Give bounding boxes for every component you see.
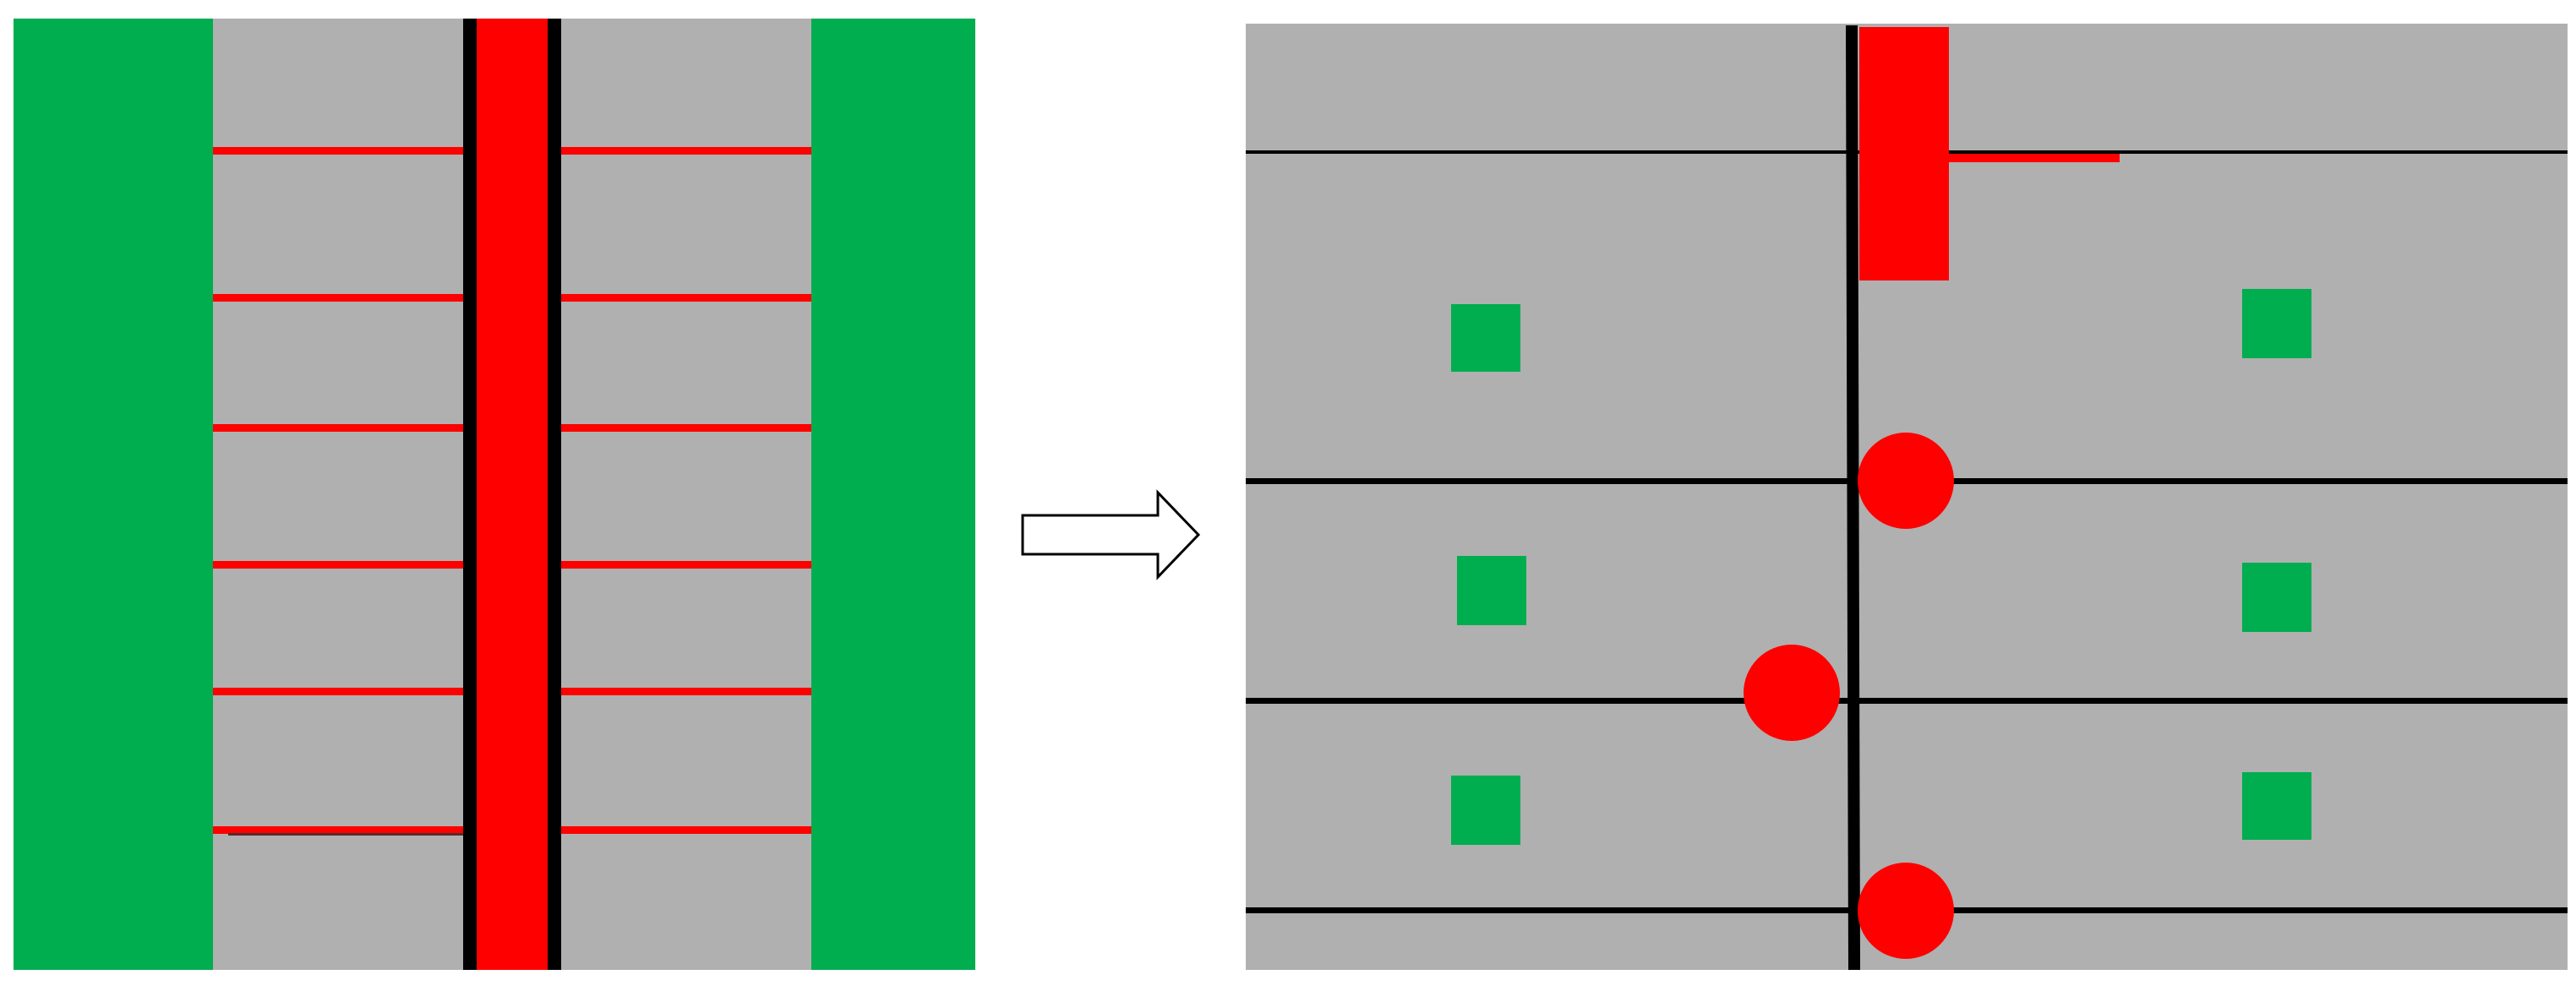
red-median-strip bbox=[477, 19, 548, 970]
red-circle-marker bbox=[1858, 433, 1954, 529]
left-lane-marks-group bbox=[213, 147, 811, 836]
red-lane-mark bbox=[213, 294, 463, 302]
red-circle-marker bbox=[1744, 645, 1840, 741]
red-lane-mark bbox=[561, 294, 811, 302]
grid-line-horizontal bbox=[1246, 698, 2568, 704]
grid-line-vertical bbox=[1846, 25, 1860, 970]
red-lane-mark bbox=[561, 147, 811, 155]
green-marker-square bbox=[1457, 556, 1526, 625]
lane-mark-shadow bbox=[228, 833, 463, 836]
red-lane-mark bbox=[213, 688, 463, 695]
red-bar bbox=[1859, 154, 2120, 162]
right-panel-detail-view bbox=[1246, 24, 2568, 970]
red-lane-mark bbox=[561, 424, 811, 432]
left-panel-road-section bbox=[14, 19, 975, 970]
red-lane-mark bbox=[561, 826, 811, 834]
left-green-verge bbox=[14, 19, 213, 970]
right-arrow-icon bbox=[1021, 489, 1201, 580]
median-right-edge-line bbox=[548, 19, 561, 970]
red-lane-mark bbox=[561, 688, 811, 695]
green-marker-square bbox=[1451, 776, 1520, 845]
green-marker-square bbox=[2242, 772, 2311, 840]
red-lane-mark bbox=[213, 424, 463, 432]
median-left-edge-line bbox=[463, 19, 477, 970]
red-lane-mark bbox=[561, 561, 811, 569]
red-circle-marker bbox=[1858, 863, 1954, 959]
green-marker-square bbox=[1451, 304, 1520, 372]
transition-arrow bbox=[1021, 489, 1201, 580]
red-lane-mark bbox=[213, 147, 463, 155]
red-lane-mark bbox=[213, 561, 463, 569]
green-marker-square bbox=[2242, 289, 2311, 358]
green-marker-square bbox=[2242, 563, 2311, 632]
red-lane-mark bbox=[213, 826, 463, 834]
right-green-verge bbox=[811, 19, 975, 970]
